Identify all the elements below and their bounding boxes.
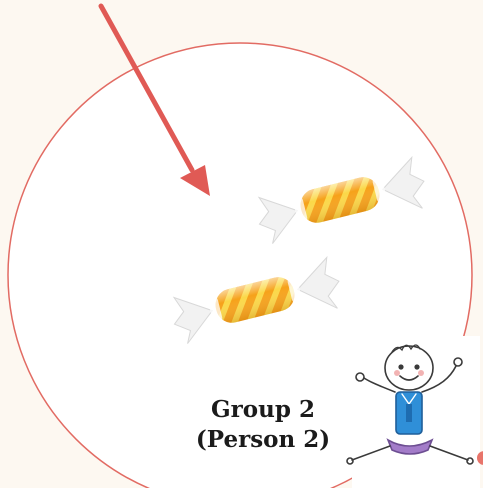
arrow-icon <box>98 3 210 196</box>
candy-icon <box>257 155 425 244</box>
group-label-line1: Group 2 <box>211 396 315 423</box>
group-label-line2: (Person 2) <box>195 426 331 453</box>
candy-icon <box>172 255 340 344</box>
person-icon <box>346 344 474 465</box>
group-label: Group 2 (Person 2) <box>183 395 343 455</box>
dot-icon <box>477 451 483 465</box>
